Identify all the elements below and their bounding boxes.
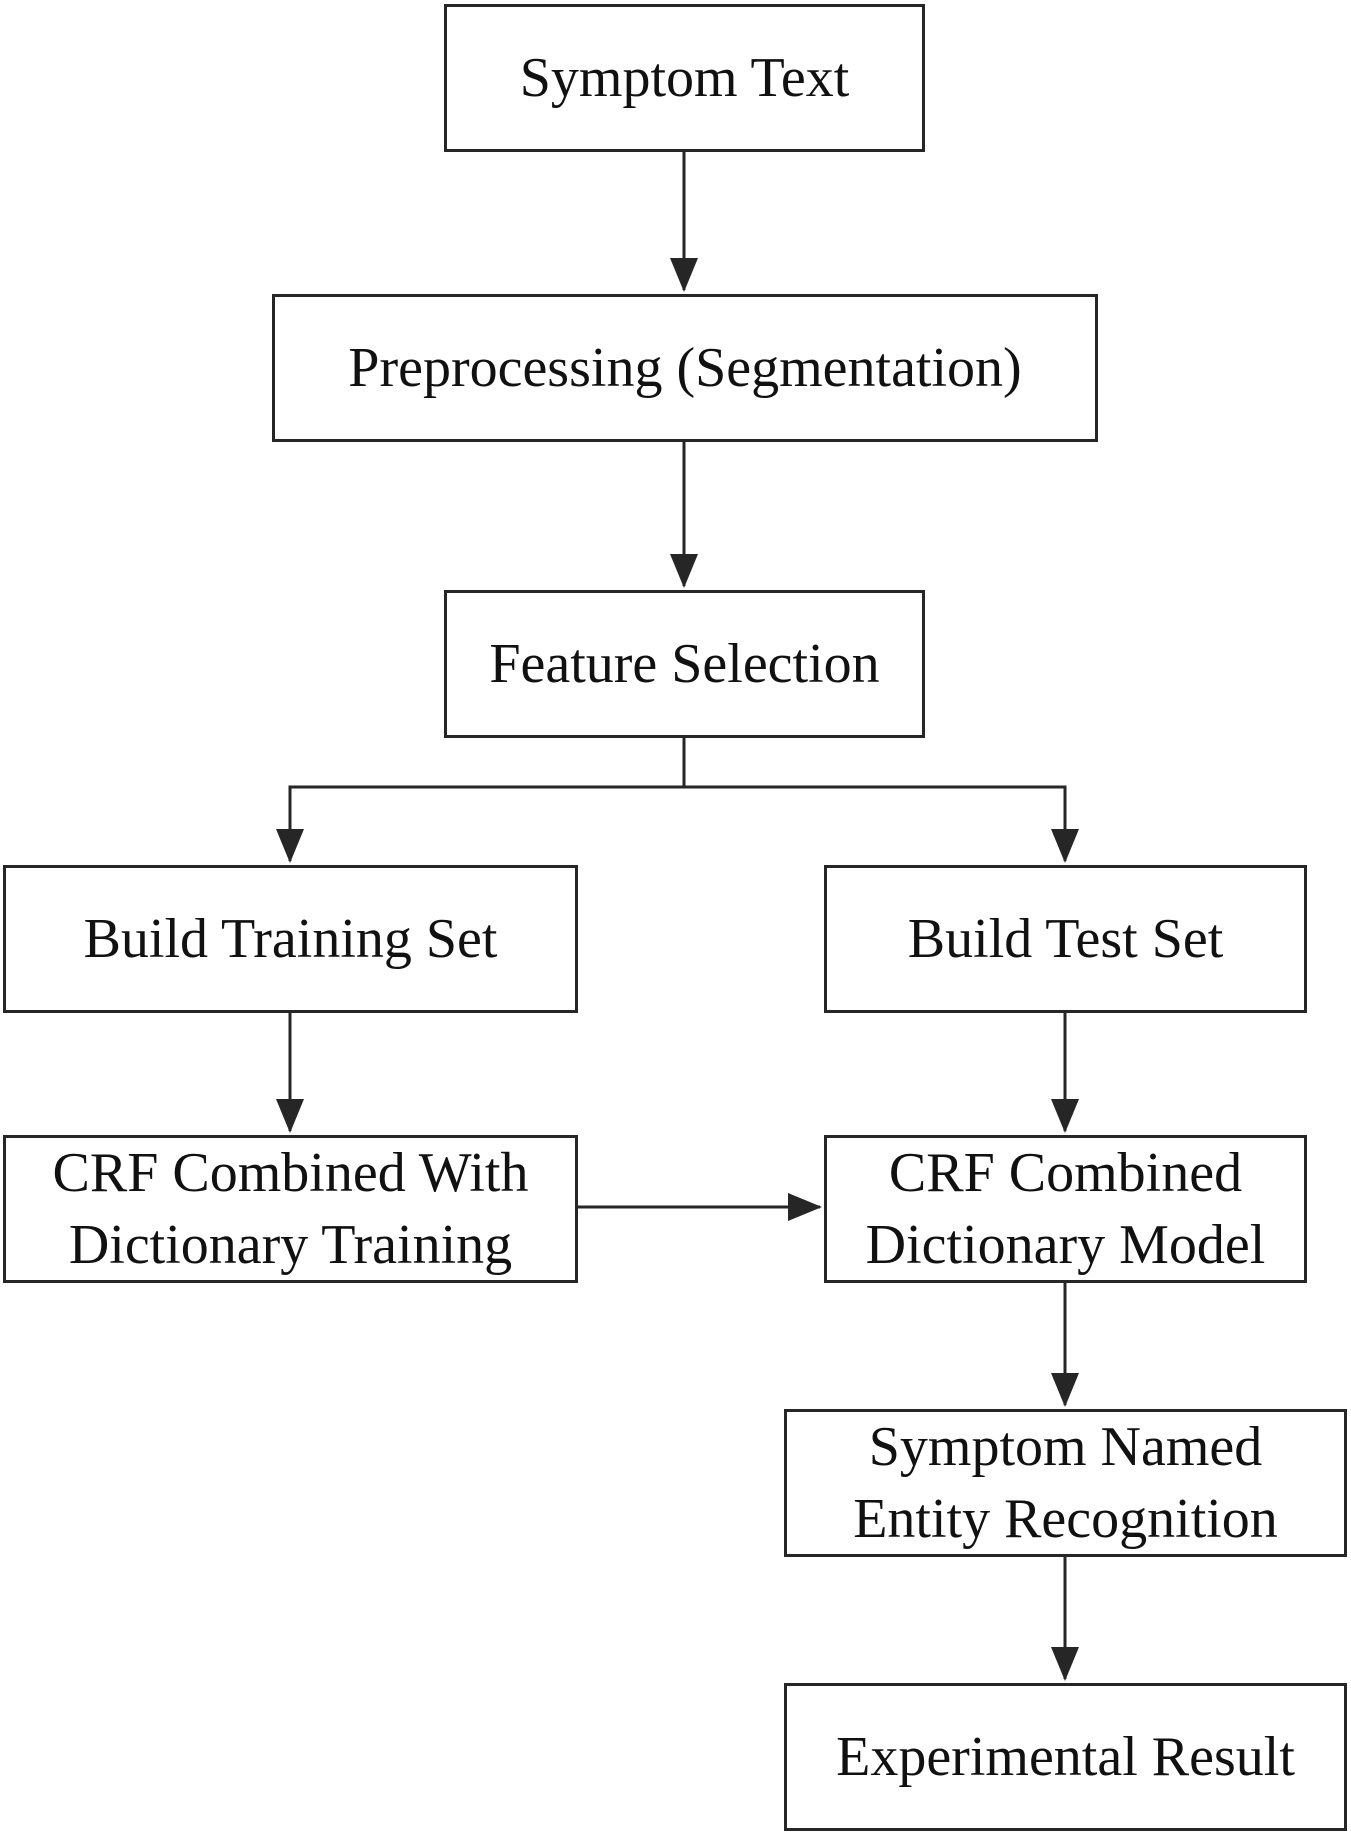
node-build-training-set: Build Training Set bbox=[3, 865, 578, 1013]
arrowhead-icon bbox=[1051, 1647, 1079, 1681]
arrowhead-icon bbox=[276, 1099, 304, 1133]
arrowhead-icon bbox=[670, 258, 698, 292]
node-crf-dictionary-training: CRF Combined With Dictionary Training bbox=[3, 1135, 578, 1283]
node-label: Preprocessing (Segmentation) bbox=[348, 337, 1022, 399]
node-symptom-ner: Symptom Named Entity Recognition bbox=[784, 1409, 1347, 1557]
node-feature-selection: Feature Selection bbox=[444, 590, 925, 738]
node-label-line-2: Dictionary Training bbox=[68, 1214, 513, 1276]
arrowhead-icon bbox=[670, 554, 698, 588]
node-label: Symptom Text bbox=[519, 47, 850, 109]
arrowhead-icon bbox=[1051, 1373, 1079, 1407]
arrowhead-icon bbox=[1051, 829, 1079, 863]
branch-connector bbox=[288, 738, 686, 861]
node-build-test-set: Build Test Set bbox=[824, 865, 1307, 1013]
node-label-line-1: CRF Combined With bbox=[52, 1142, 529, 1204]
node-label: Experimental Result bbox=[836, 1726, 1295, 1788]
node-label-line-1: Symptom Named bbox=[868, 1416, 1263, 1478]
node-label-line-2: Entity Recognition bbox=[853, 1488, 1278, 1550]
node-symptom-text: Symptom Text bbox=[444, 4, 925, 152]
node-preprocessing: Preprocessing (Segmentation) bbox=[272, 294, 1098, 442]
node-label: Build Test Set bbox=[907, 908, 1224, 970]
node-experimental-result: Experimental Result bbox=[784, 1683, 1347, 1831]
node-label-line-1: CRF Combined bbox=[888, 1142, 1243, 1204]
arrowhead-icon bbox=[276, 829, 304, 863]
node-label: Feature Selection bbox=[489, 633, 880, 695]
node-label: Build Training Set bbox=[83, 908, 498, 970]
node-label-line-2: Dictionary Model bbox=[865, 1214, 1266, 1276]
node-crf-dictionary-model: CRF Combined Dictionary Model bbox=[824, 1135, 1307, 1283]
branch-connector-right bbox=[684, 785, 1067, 861]
arrowhead-icon bbox=[1051, 1099, 1079, 1133]
arrowhead-icon bbox=[788, 1193, 822, 1221]
